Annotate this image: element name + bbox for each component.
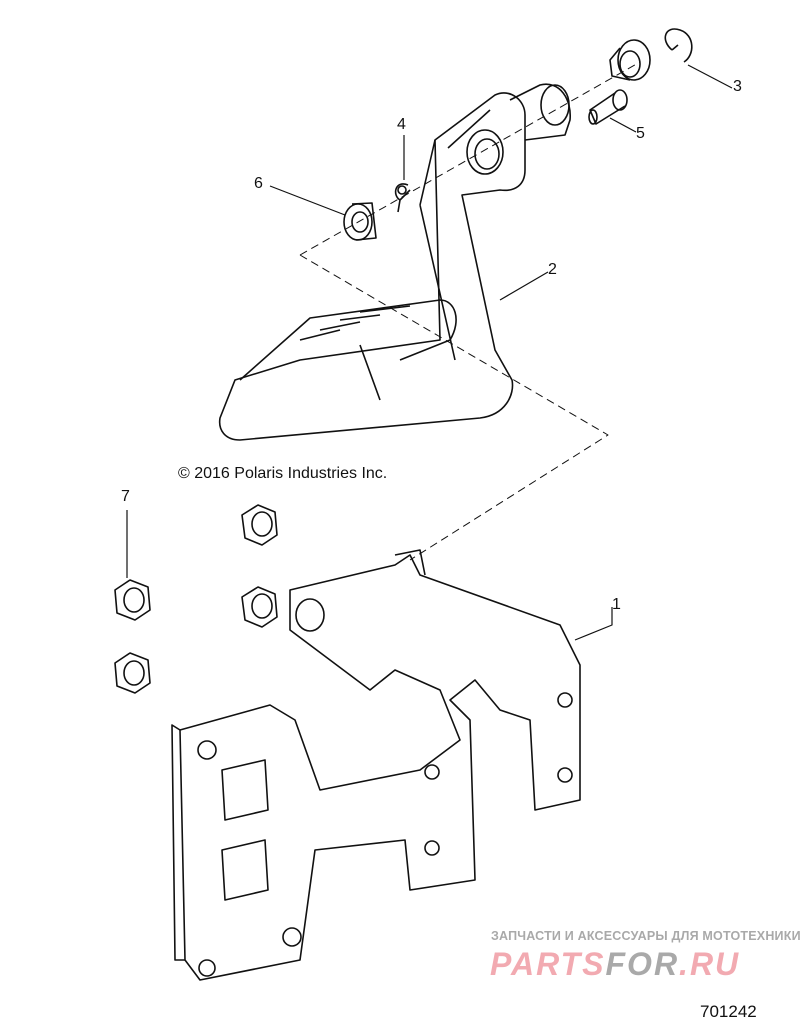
callout-2: 2 (548, 261, 557, 278)
part-5-pin (588, 89, 628, 125)
part-3-clip (609, 28, 693, 81)
callout-3: 3 (733, 78, 742, 95)
logo-part-parts: PARTS (490, 946, 606, 982)
part-6-bushing (343, 202, 377, 241)
callout-1: 1 (612, 596, 621, 613)
callout-4: 4 (397, 116, 406, 133)
assembly-lines (299, 61, 641, 561)
logo-part-for: FOR (605, 946, 680, 982)
part-7-nuts (114, 504, 278, 694)
logo-part-ru: .RU (679, 946, 741, 982)
part-2-brake-pedal (218, 83, 571, 441)
watermark-tagline: ЗАПЧАСТИ И АКСЕССУАРЫ ДЛЯ МОТОТЕХНИКИ (491, 929, 800, 943)
watermark-logo: PARTSFOR.RU (490, 947, 740, 981)
callout-6: 6 (254, 175, 263, 192)
callout-7: 7 (121, 488, 130, 505)
leader-lines (126, 64, 733, 641)
drawing-number: 701242 (700, 1002, 757, 1021)
part-4-hair-pin (394, 183, 411, 213)
callout-5: 5 (636, 125, 645, 142)
part-1-bracket (171, 549, 581, 981)
copyright-notice: © 2016 Polaris Industries Inc. (178, 465, 388, 482)
